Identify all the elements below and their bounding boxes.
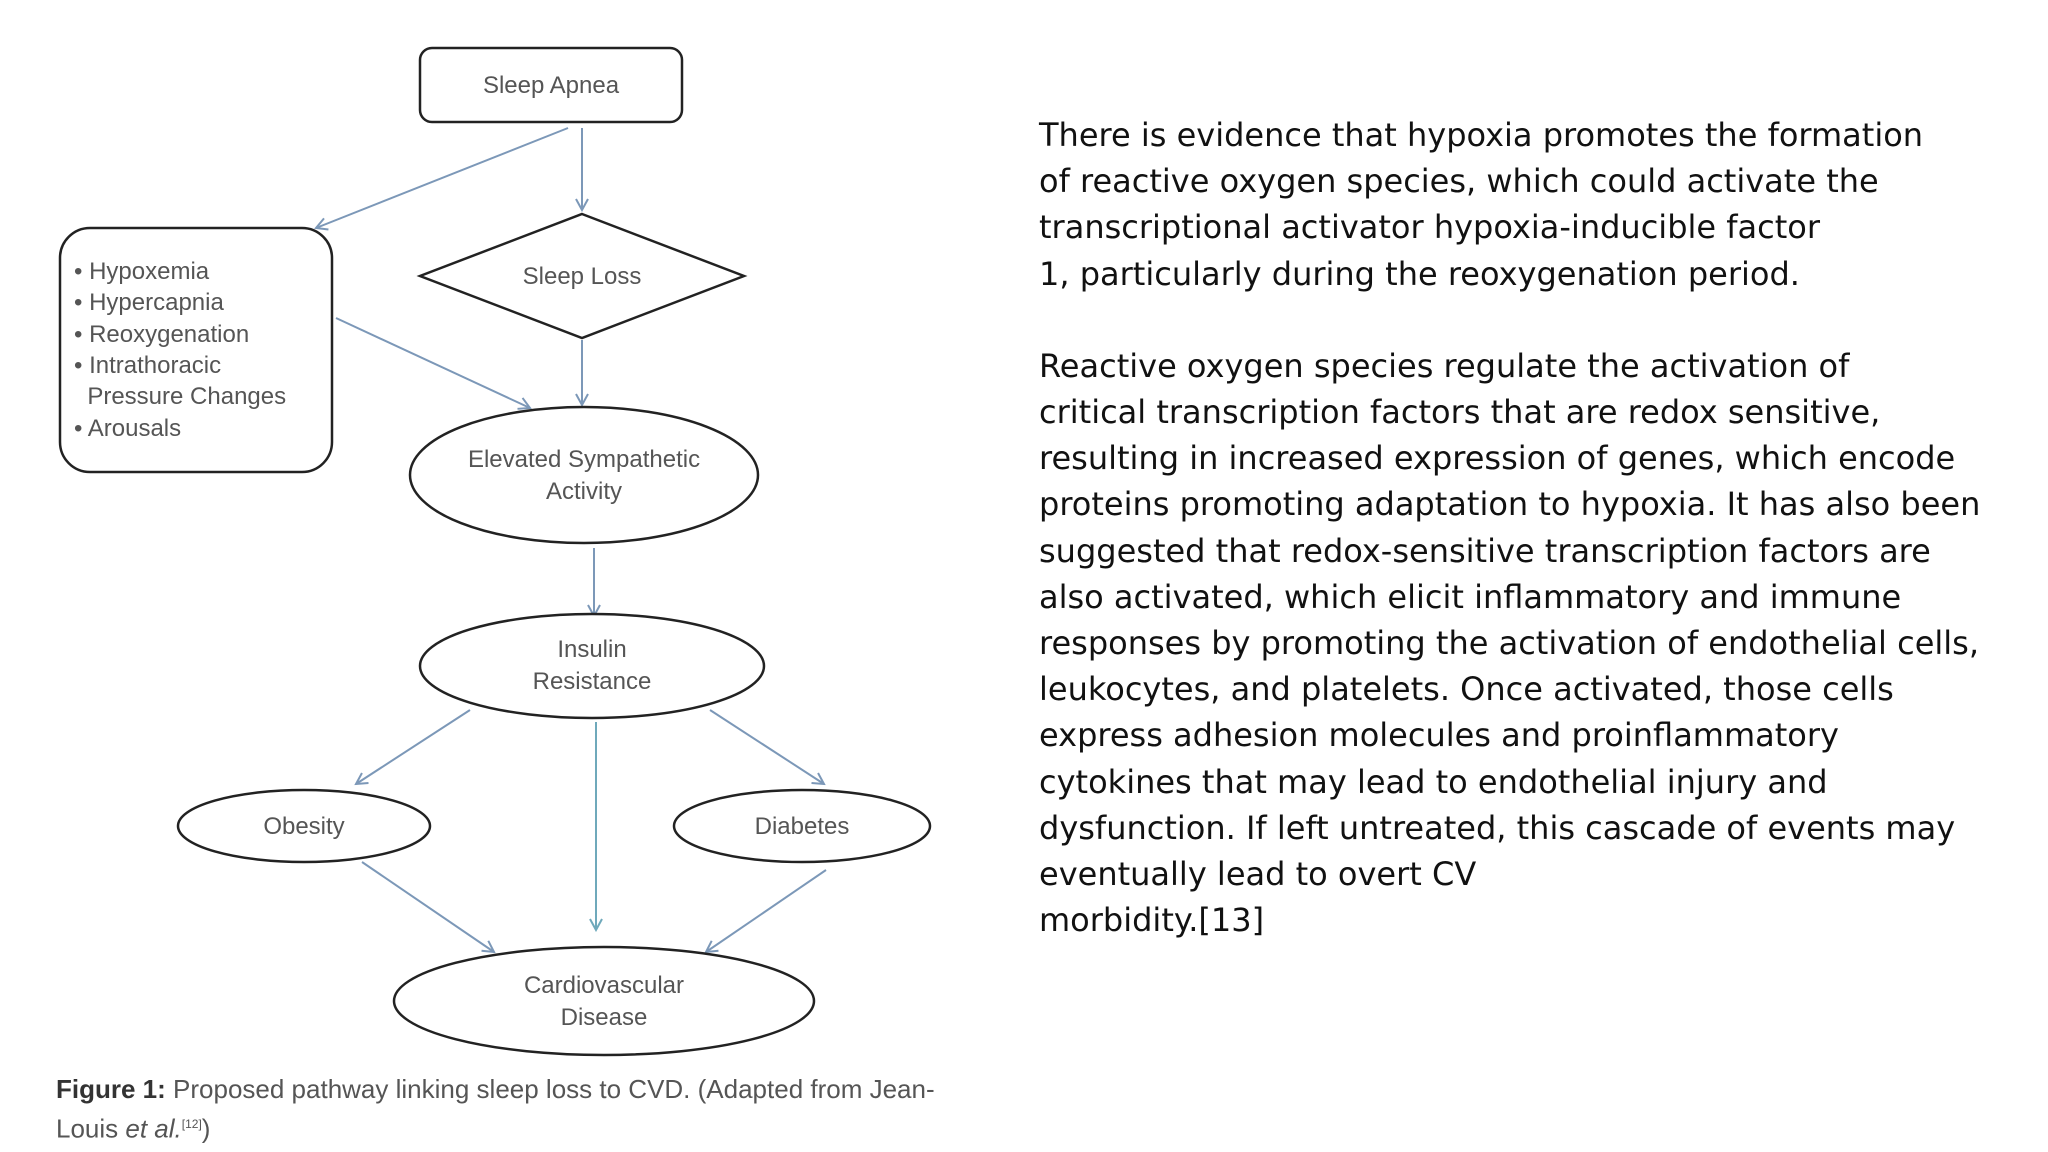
node-obesity: Obesity [176,788,432,864]
node-sleep-apnea: Sleep Apnea [418,46,684,124]
flow-diagram: Sleep Apnea Sleep Loss • Hypoxemia • Hyp… [58,46,932,1057]
node-sleep-loss-label: Sleep Loss [523,263,642,290]
node-diabetes: Diabetes [672,788,932,864]
figure-caption-label: Figure 1: [56,1074,166,1104]
node-sleep-apnea-label: Sleep Apnea [483,72,620,99]
arrow-insulin-to-obesity [356,709,471,784]
arrow-insulin-to-diabetes [709,709,824,784]
node-factors: • Hypoxemia • Hypercapnia • Reoxygenatio… [58,226,334,474]
arrow-apnea-to-factors [316,127,569,228]
node-insulin-resistance-label: Resistance [533,668,652,695]
paragraph-reactive-oxygen: Reactive oxygen species regulate the act… [1039,346,1981,940]
figure-caption-etal: et al. [125,1113,182,1144]
node-obesity-label: Obesity [263,813,344,840]
arrow-diabetes-to-cvd [706,869,827,952]
figure-caption-close: ) [201,1113,211,1144]
node-elevated-sympathetic-label: Activity [546,478,622,505]
explanation-text: There is evidence that hypoxia promotes … [1039,112,2009,943]
factor-item: • Intrathoracic [74,352,221,379]
factor-item: • Hypoxemia [74,258,210,285]
factor-item: • Reoxygenation [74,321,249,348]
node-cardiovascular-disease: Cardiovascular Disease [392,945,816,1057]
factor-item: • Hypercapnia [74,289,224,316]
node-insulin-resistance: Insulin Resistance [418,612,766,720]
figure-caption: Figure 1: Proposed pathway linking sleep… [56,1072,956,1147]
node-cvd-label: Cardiovascular [524,972,684,999]
factor-item: • Arousals [74,415,181,442]
factor-item: Pressure Changes [74,383,286,410]
node-insulin-resistance-label: Insulin [557,636,626,663]
figure-caption-text: Proposed pathway linking sleep loss to C… [56,1074,935,1144]
node-sleep-loss: Sleep Loss [416,212,748,340]
node-elevated-sympathetic: Elevated Sympathetic Activity [408,405,760,545]
node-diabetes-label: Diabetes [755,813,850,840]
arrow-obesity-to-cvd [361,861,494,952]
arrow-factors-to-sympathetic [335,317,530,408]
node-elevated-sympathetic-label: Elevated Sympathetic [468,446,700,473]
paragraph-hypoxia: There is evidence that hypoxia promotes … [1039,116,1924,293]
node-cvd-label: Disease [561,1004,648,1031]
figure-caption-ref: [12] [181,1117,202,1131]
